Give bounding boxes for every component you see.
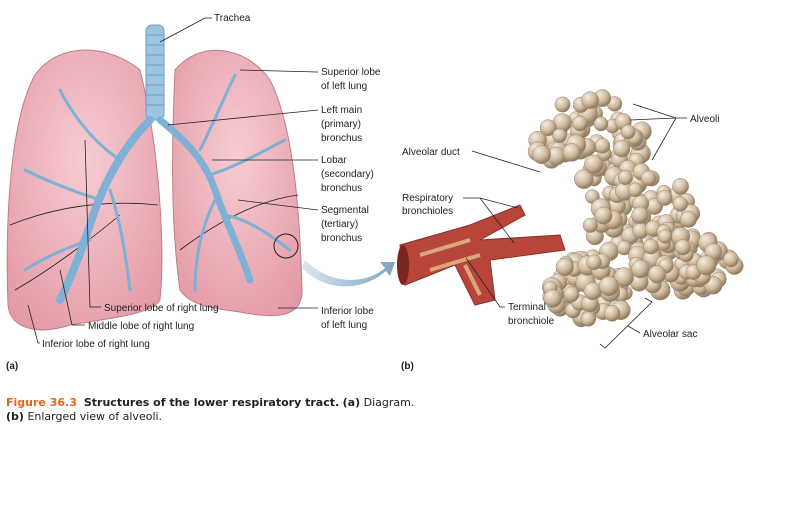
label-alveolar-duct: Alveolar duct [402, 147, 460, 158]
label-superior-right: Superior lobe of right lung [104, 303, 219, 314]
alveolar-sac-bracket [599, 297, 653, 349]
alveolus [657, 229, 673, 244]
alveoli-cluster-upper [527, 89, 652, 189]
caption-b-letter: (b) [6, 410, 24, 423]
bronchiole-tube [399, 204, 566, 306]
alveolus [563, 286, 580, 303]
label-left-main-1: Left main [321, 105, 362, 116]
alveolus [613, 140, 631, 158]
bronchial-tree [23, 73, 292, 304]
panel-b-letter: (b) [401, 361, 414, 372]
caption-b-text: Enlarged view of alveoli. [27, 410, 163, 423]
label-segmental-1: Segmental [321, 205, 369, 216]
figure-caption: Figure 36.3 Structures of the lower resp… [6, 396, 414, 424]
alveolus [594, 138, 611, 154]
alveolus [627, 182, 643, 198]
panel-b-labels: Alveolar duct Respiratory bronchioles Al… [401, 103, 719, 372]
label-segmental-3: bronchus [321, 233, 362, 244]
alveolus [555, 257, 574, 277]
panel-a-letter: (a) [6, 361, 18, 372]
alveolus [583, 282, 602, 301]
alveolus [582, 217, 598, 233]
alveolus [672, 178, 689, 195]
magnify-arrow [302, 260, 395, 287]
alveolus [603, 305, 621, 322]
trachea [145, 24, 165, 121]
label-lobar-3: bronchus [321, 183, 362, 194]
alveolus [631, 206, 649, 224]
alveolus [532, 145, 551, 164]
label-respiratory-1: Respiratory [402, 193, 453, 204]
label-superior-left-2: of left lung [321, 81, 367, 92]
alveolus [723, 251, 739, 268]
alveolus [631, 259, 650, 279]
alveolus [554, 96, 571, 113]
alveolus [648, 265, 667, 284]
lungs-diagram [6, 24, 395, 331]
alveoli-cluster-lower [541, 249, 634, 328]
label-alveolar-sac: Alveolar sac [643, 329, 697, 340]
alveolus [617, 169, 633, 185]
label-left-main-2: (primary) [321, 119, 361, 130]
caption-a-text: Diagram. [363, 396, 415, 409]
alveolus [581, 91, 599, 109]
alveolus [613, 267, 634, 288]
alveolus [552, 128, 567, 143]
alveolus [594, 206, 613, 225]
alveolus [674, 239, 691, 256]
alveolus [696, 255, 717, 276]
label-terminal-2: bronchiole [508, 316, 555, 327]
alveolus [584, 154, 604, 174]
alveoli-cluster-right [628, 227, 744, 301]
alveolus [640, 170, 657, 187]
alveolus [656, 189, 673, 206]
label-segmental-2: (tertiary) [321, 219, 358, 230]
label-terminal-1: Terminal [508, 302, 546, 313]
label-left-main-3: bronchus [321, 133, 362, 144]
left-lung [172, 49, 303, 317]
alveolus [539, 119, 557, 137]
alveolus [586, 254, 602, 271]
label-respiratory-2: bronchioles [402, 206, 453, 217]
alveolus [543, 289, 562, 308]
magnified-region-circle [273, 233, 299, 259]
caption-a-letter: (a) [342, 396, 361, 409]
alveolus [620, 124, 636, 140]
alveolus [580, 311, 596, 327]
alveolus [643, 238, 659, 255]
label-middle-right: Middle lobe of right lung [88, 321, 194, 332]
figure-number: Figure 36.3 [6, 396, 77, 409]
label-lobar-2: (secondary) [321, 169, 374, 180]
alveolus [672, 196, 688, 212]
panel-a-labels: Trachea Superior lobe of left lung Left … [6, 13, 381, 372]
alveolus [593, 116, 609, 132]
label-lobar-1: Lobar [321, 155, 347, 166]
label-inferior-right: Inferior lobe of right lung [42, 339, 150, 350]
right-lung [6, 49, 163, 331]
alveolus [562, 143, 582, 162]
label-superior-left-1: Superior lobe [321, 67, 381, 78]
alveolus [679, 210, 698, 228]
label-inferior-left-1: Inferior lobe [321, 306, 374, 317]
alveoli-diagram [397, 89, 744, 328]
label-trachea: Trachea [214, 13, 251, 24]
alveolus [598, 276, 619, 297]
label-alveoli: Alveoli [690, 114, 719, 125]
alveolus [574, 169, 594, 189]
alveolus [572, 115, 588, 132]
label-inferior-left-2: of left lung [321, 320, 367, 331]
figure-title: Structures of the lower respiratory trac… [83, 396, 340, 409]
